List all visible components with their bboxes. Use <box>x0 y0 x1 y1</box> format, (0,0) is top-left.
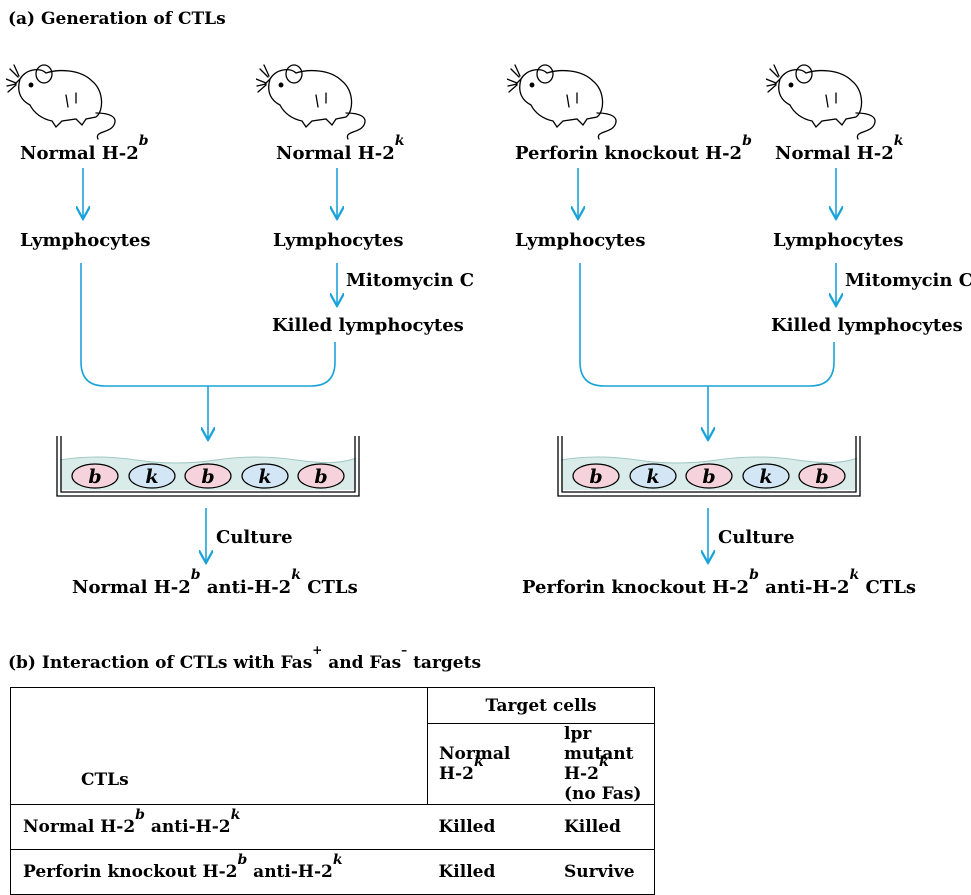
culture-dish: b k b k b <box>56 436 360 497</box>
cell-label: b <box>314 466 327 488</box>
ctl-cell: Perforin knockout H-2b anti-H-2k <box>10 849 428 895</box>
mitomycin-label: Mitomycin C <box>845 270 971 291</box>
cell-b <box>184 463 232 489</box>
cell-label: b <box>88 466 101 488</box>
table-row: Normal H-2b anti-H-2k Killed Killed <box>10 804 655 850</box>
cell-k <box>128 463 176 489</box>
cell-label: b <box>702 466 715 488</box>
killed-lymphocytes-label: Killed lymphocytes <box>272 315 464 336</box>
cell-k <box>742 463 790 489</box>
cell-k <box>241 463 289 489</box>
cell-b <box>798 463 846 489</box>
cell-label: k <box>759 466 772 488</box>
mouse-icon <box>766 64 876 140</box>
ctls-header: CTLs <box>10 687 428 805</box>
panel-a-title: (a) Generation of CTLs <box>8 9 226 29</box>
cell-label: b <box>201 466 214 488</box>
cell-b <box>71 463 119 489</box>
result-cell: Killed <box>427 849 554 895</box>
mouse-label-perforin-b: Perforin knockout H-2b <box>515 133 752 164</box>
cell-b <box>685 463 733 489</box>
ctl-result-label: Normal H-2b anti-H-2k CTLs <box>72 567 358 598</box>
ctl-cell: Normal H-2b anti-H-2k <box>10 804 428 850</box>
lymphocytes-label: Lymphocytes <box>20 230 151 251</box>
mouse-icon <box>6 64 116 140</box>
cell-b <box>572 463 620 489</box>
cell-label: k <box>258 466 271 488</box>
cell-k <box>629 463 677 489</box>
panel-b-title: (b) Interaction of CTLs with Fas+ and Fa… <box>8 643 482 673</box>
cell-label: k <box>646 466 659 488</box>
culture-label: Culture <box>718 527 795 548</box>
result-cell: Killed <box>554 804 655 850</box>
lymphocytes-label: Lymphocytes <box>273 230 404 251</box>
mouse-label-normal-k: Normal H-2k <box>276 133 405 164</box>
mouse-label-normal-k: Normal H-2k <box>775 133 904 164</box>
table-row: Perforin knockout H-2b anti-H-2k Killed … <box>10 849 655 895</box>
result-cell: Survive <box>554 849 655 895</box>
mouse-label-normal-b: Normal H-2b <box>20 133 149 164</box>
col-lpr-header: lpr mutant H-2k(no Fas) <box>554 723 655 805</box>
target-cells-header: Target cells <box>427 687 655 724</box>
mouse-icon <box>507 64 617 140</box>
mitomycin-label: Mitomycin C <box>346 270 475 291</box>
ctl-result-label: Perforin knockout H-2b anti-H-2k CTLs <box>522 567 917 598</box>
cell-label: b <box>589 466 602 488</box>
mouse-icon <box>256 64 366 140</box>
culture-dish: b k b k b <box>557 436 861 497</box>
cell-label: b <box>815 466 828 488</box>
culture-label: Culture <box>216 527 293 548</box>
lymphocytes-label: Lymphocytes <box>515 230 646 251</box>
result-cell: Killed <box>427 804 554 850</box>
cell-b <box>297 463 345 489</box>
dish-cells: b k b k b <box>71 463 345 489</box>
killed-lymphocytes-label: Killed lymphocytes <box>771 315 963 336</box>
table-header-group-row: CTLs Target cells <box>10 687 655 805</box>
lymphocytes-label: Lymphocytes <box>773 230 904 251</box>
cell-label: k <box>145 466 158 488</box>
dish-cells: b k b k b <box>572 463 846 489</box>
